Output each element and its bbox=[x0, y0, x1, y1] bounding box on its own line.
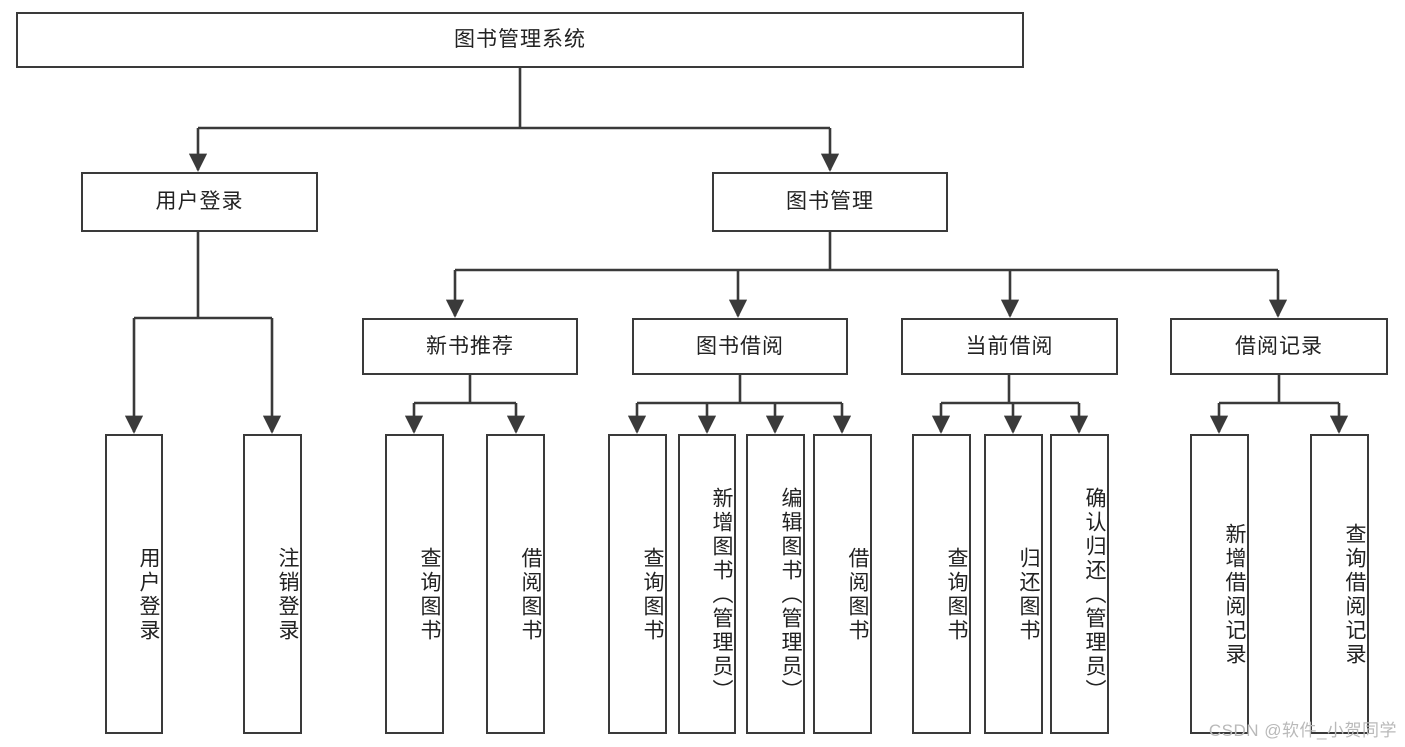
node-book-manage-label: 图书管理 bbox=[786, 190, 874, 214]
node-leaf-user-login-label: 用户登录 bbox=[137, 547, 160, 643]
node-root[interactable]: 图书管理系统 bbox=[16, 12, 1024, 68]
node-leaf-logout-label: 注销登录 bbox=[276, 547, 299, 643]
node-book-manage[interactable]: 图书管理 bbox=[712, 172, 948, 232]
node-leaf-query-book-3-label: 查询图书 bbox=[945, 547, 968, 643]
node-user-login-label: 用户登录 bbox=[155, 190, 244, 214]
node-book-borrow-label: 图书借阅 bbox=[696, 334, 784, 358]
node-leaf-query-record-label: 查询借阅记录 bbox=[1343, 523, 1366, 667]
node-user-login[interactable]: 用户登录 bbox=[81, 172, 318, 232]
node-leaf-logout[interactable]: 注销登录 bbox=[243, 434, 302, 734]
node-new-book-rec-label: 新书推荐 bbox=[426, 334, 514, 358]
node-leaf-borrow-book-1[interactable]: 借阅图书 bbox=[486, 434, 545, 734]
csdn-watermark: CSDN @软件_小贺同学 bbox=[1208, 721, 1397, 740]
node-leaf-borrow-book-1-label: 借阅图书 bbox=[519, 547, 542, 643]
node-current-borrow[interactable]: 当前借阅 bbox=[901, 318, 1118, 375]
node-borrow-record-label: 借阅记录 bbox=[1235, 334, 1323, 358]
node-book-borrow[interactable]: 图书借阅 bbox=[632, 318, 848, 375]
node-borrow-record[interactable]: 借阅记录 bbox=[1170, 318, 1388, 375]
node-leaf-confirm-return-label: 确认归还（管理员） bbox=[1083, 487, 1106, 703]
node-root-label: 图书管理系统 bbox=[454, 28, 586, 52]
node-leaf-query-book-1[interactable]: 查询图书 bbox=[385, 434, 444, 734]
node-leaf-edit-book-label: 编辑图书（管理员） bbox=[779, 487, 802, 703]
node-leaf-edit-book[interactable]: 编辑图书（管理员） bbox=[746, 434, 805, 734]
node-leaf-query-book-2-label: 查询图书 bbox=[641, 547, 664, 643]
node-leaf-add-book[interactable]: 新增图书（管理员） bbox=[678, 434, 736, 734]
node-leaf-return-book-label: 归还图书 bbox=[1017, 547, 1040, 643]
node-leaf-confirm-return[interactable]: 确认归还（管理员） bbox=[1050, 434, 1109, 734]
node-leaf-add-book-label: 新增图书（管理员） bbox=[710, 487, 733, 703]
node-current-borrow-label: 当前借阅 bbox=[965, 334, 1054, 358]
node-new-book-rec[interactable]: 新书推荐 bbox=[362, 318, 578, 375]
node-leaf-borrow-book-2[interactable]: 借阅图书 bbox=[813, 434, 872, 734]
node-leaf-return-book[interactable]: 归还图书 bbox=[984, 434, 1043, 734]
node-leaf-user-login[interactable]: 用户登录 bbox=[105, 434, 163, 734]
node-leaf-add-record[interactable]: 新增借阅记录 bbox=[1190, 434, 1249, 734]
node-leaf-add-record-label: 新增借阅记录 bbox=[1223, 523, 1246, 667]
node-leaf-query-book-2[interactable]: 查询图书 bbox=[608, 434, 667, 734]
node-leaf-query-book-3[interactable]: 查询图书 bbox=[912, 434, 971, 734]
node-leaf-query-record[interactable]: 查询借阅记录 bbox=[1310, 434, 1369, 734]
node-leaf-query-book-1-label: 查询图书 bbox=[418, 547, 441, 643]
node-leaf-borrow-book-2-label: 借阅图书 bbox=[846, 547, 869, 643]
